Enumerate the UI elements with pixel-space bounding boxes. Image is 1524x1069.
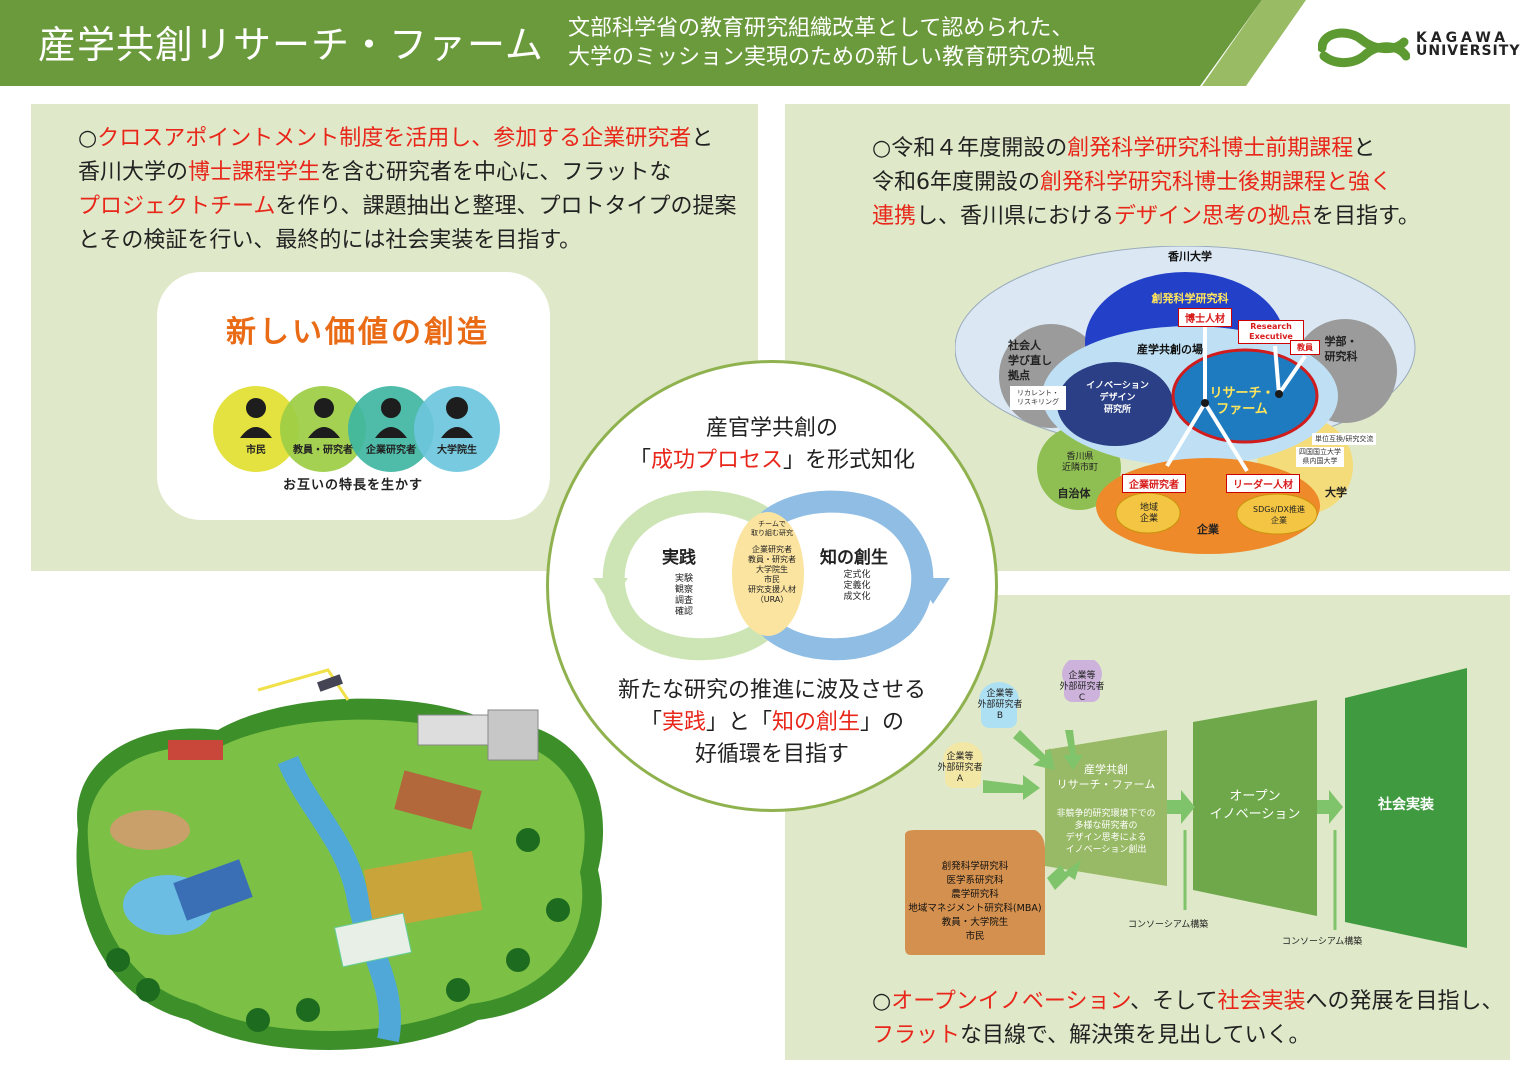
panel1-text: ○クロスアポイントメント制度を活用し、参加する企業研究者と香川大学の博士課程学生… (78, 126, 737, 253)
jissen-items: 実験観察調査確認 (674, 574, 693, 617)
consortium-label-1: コンソーシアム構築 (1128, 920, 1209, 930)
team-label: チームで取り組む研究 (751, 520, 793, 537)
farm-illustration (76, 668, 604, 1050)
leader-tag: リーダー人材 (1226, 474, 1300, 493)
open-innovation-box: オープンイノベーション (1209, 789, 1301, 822)
ba-label: 産学共創の場 (1137, 343, 1203, 356)
univ-note2: 四国国立大学県内国大学 (1296, 447, 1344, 467)
kagawa-univ-label: 香川大学 (1168, 250, 1212, 263)
center-line3: 新たな研究の推進に波及させる (617, 678, 926, 703)
hakase-tag: 博士人材 (1178, 308, 1232, 327)
card-caption: お互いの特長を生かす (283, 478, 424, 493)
soupatsu-label: 創発科学研究科 (1151, 292, 1229, 305)
farm-box-title: 産学共創リサーチ・ファーム (1056, 763, 1156, 791)
role-citizen-label: 市民 (246, 445, 266, 456)
chi-label: 知の創生 (820, 548, 888, 568)
research-farm-label: リサーチ・ファーム (1209, 386, 1275, 417)
corp-label: 企業 (1197, 523, 1219, 536)
page-title: 産学共創リサーチ・ファーム (38, 23, 544, 67)
gakubu-label: 学部・研究科 (1324, 335, 1358, 363)
corp-researcher-tag: 企業研究者 (1122, 474, 1186, 493)
role-corporate-label: 企業研究者 (366, 445, 416, 456)
center-line4: 「実践」と「知の創生」の (639, 710, 905, 735)
role-faculty-label: 教員・研究者 (293, 445, 353, 456)
panel2-text: ○令和４年度開設の創発科学研究科博士前期課程と令和6年度開設の創発科学研究科博士… (872, 136, 1420, 229)
page-subtitle: 文部科学省の教育研究組織改革として認められた、 大学のミッション実現のための新し… (568, 16, 1097, 70)
univ-note1: 単位互換/研究交流 (1312, 433, 1377, 445)
panel4-text: ○オープンイノベーション、そして社会実装への発展を目指し、フラットな目線で、解決… (872, 989, 1504, 1048)
header-bar (0, 0, 1306, 86)
kagawa-logo-icon (1318, 28, 1410, 67)
kyoin-tag: 教員 (1290, 340, 1320, 355)
university-logo-text: KAGAWA UNIVERSITY (1416, 30, 1521, 59)
consortium-label-2: コンソーシアム構築 (1282, 937, 1363, 947)
local-corp-label: 地域企業 (1139, 503, 1158, 524)
cycle-diagram (593, 490, 950, 661)
jissen-label: 実践 (662, 548, 696, 568)
social-implementation-box: 社会実装 (1378, 797, 1434, 813)
innovation-institute-label: イノベーションデザイン研究所 (1086, 381, 1149, 415)
center-line2: 「成功プロセス」を形式知化 (628, 448, 916, 473)
role-student-label: 大学院生 (437, 445, 477, 456)
members-list: 企業研究者教員・研究者大学院生市民研究支援人材（URA） (748, 545, 796, 604)
gov-label: 自治体 (1057, 487, 1091, 500)
chi-items: 定式化定義化成文化 (843, 570, 871, 602)
innovation-flow (905, 660, 1467, 955)
center-line5: 好循環を目指す (694, 742, 849, 767)
farm-box-desc: 非競争的研究環境下での多様な研究者のデザイン思考によるイノベーション創出 (1056, 809, 1156, 855)
sources-box: 創発科学研究科医学系研究科農学研究科地域マネジメント研究科(MBA)教員・大学院… (908, 861, 1042, 942)
gov-local-label: 香川県近隣市町 (1061, 452, 1098, 473)
univ-label: 大学 (1325, 486, 1347, 499)
sdgs-corp-label: SDGs/DX推進企業 (1253, 505, 1305, 525)
shakaijin-label: 社会人学び直し拠点 (1008, 339, 1052, 382)
person-icons (240, 397, 473, 438)
recurrent-box: リカレント・リスキリング (1010, 386, 1066, 410)
value-creation-title: 新しい価値の創造 (226, 315, 490, 350)
center-line1: 産官学共創の (705, 416, 838, 441)
